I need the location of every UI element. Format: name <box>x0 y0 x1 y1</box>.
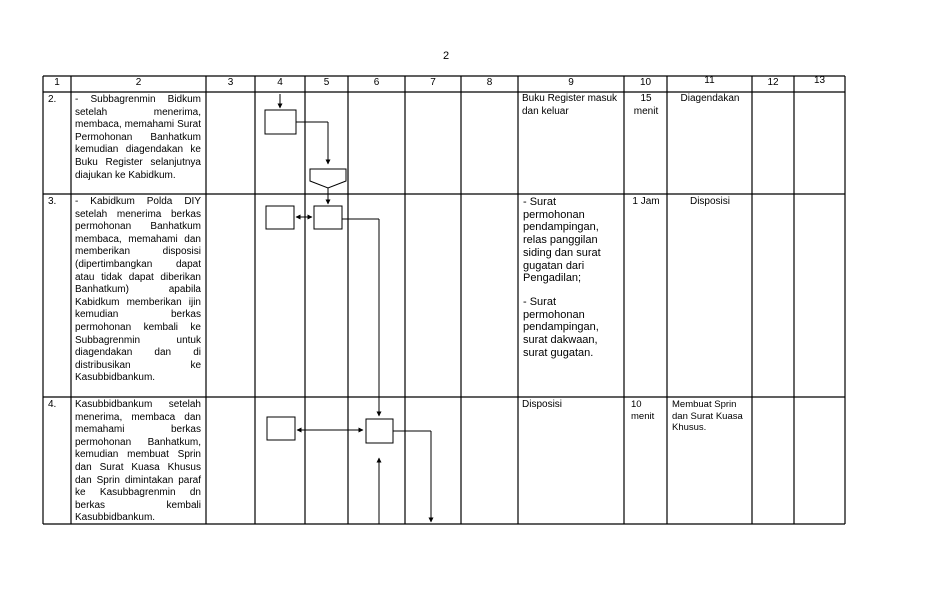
header-col-12: 12 <box>767 77 779 88</box>
process-box <box>265 205 295 230</box>
time-cell: 10 menit <box>631 399 655 422</box>
header-col-5: 5 <box>323 77 330 88</box>
document-cell-a: - Surat permohonan pendampingan, relas p… <box>523 196 601 285</box>
header-col-7: 7 <box>430 77 436 88</box>
time-cell: 1 Jam <box>632 196 660 207</box>
document-cell-b: - Surat permohonan pendampingan, surat d… <box>523 296 599 359</box>
process-box <box>266 416 296 441</box>
header-col-1: 1 <box>54 77 60 88</box>
header-col-3: 3 <box>227 77 234 88</box>
activity-description: Kasubbidbankum setelah menerima, membaca… <box>75 399 201 524</box>
header-col-10: 10 <box>639 77 652 88</box>
process-box <box>264 109 297 135</box>
time-cell: 15 menit <box>633 93 659 117</box>
output-cell: Membuat Sprin dan Surat Kuasa Khusus. <box>672 399 743 433</box>
header-col-6: 6 <box>373 77 380 88</box>
activity-description: - Kabidkum Polda DIY setelah menerima be… <box>75 196 201 384</box>
row-number: 3. <box>48 196 57 207</box>
document-cell: Disposisi <box>522 399 563 410</box>
header-col-2: 2 <box>135 77 142 88</box>
header-col-9: 9 <box>568 77 574 88</box>
offpage-connector-symbol <box>309 168 347 189</box>
header-col-8: 8 <box>486 77 493 88</box>
row-number: 2. <box>48 94 57 105</box>
output-cell: Diagendakan <box>680 93 740 104</box>
output-cell: Disposisi <box>689 196 730 207</box>
process-box <box>365 418 394 444</box>
header-col-4: 4 <box>277 77 283 88</box>
activity-description: - Subbagrenmin Bidkum setelah menerima, … <box>75 94 201 181</box>
header-col-11: 11 <box>704 75 715 86</box>
page-number: 2 <box>442 50 450 62</box>
row-number: 4. <box>48 399 57 410</box>
process-box <box>313 205 343 230</box>
document-cell: Buku Register masuk dan keluar <box>522 93 618 117</box>
header-col-13: 13 <box>813 75 826 86</box>
